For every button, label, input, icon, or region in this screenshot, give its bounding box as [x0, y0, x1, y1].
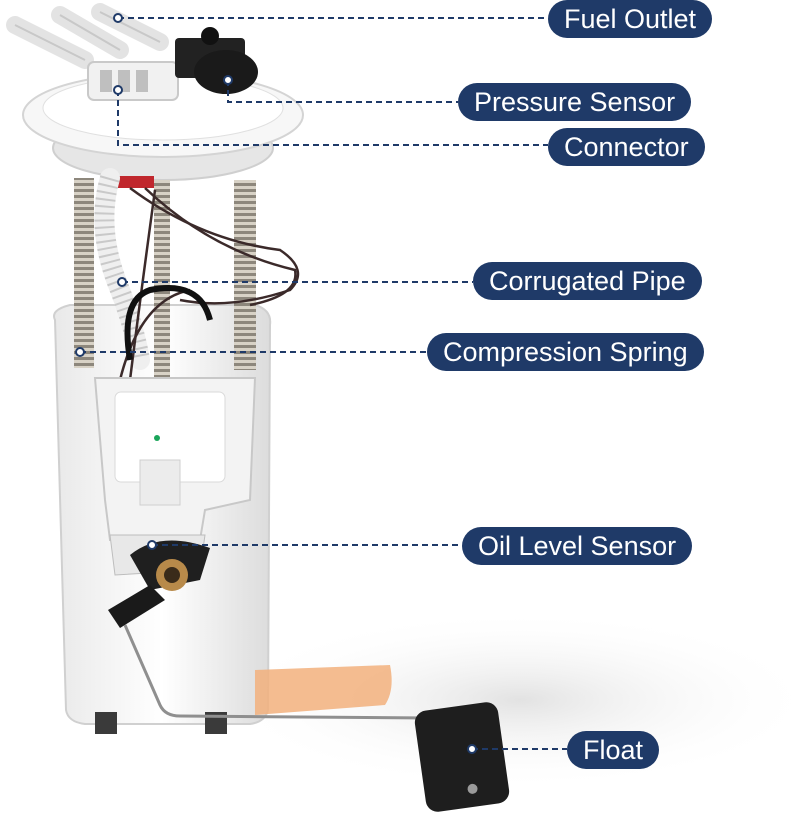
label-pressure-sensor: Pressure Sensor — [458, 83, 692, 121]
filter-sock — [255, 665, 392, 715]
label-corrugated-pipe: Corrugated Pipe — [473, 262, 702, 300]
leader-lines — [80, 17, 567, 750]
float-part — [414, 702, 510, 812]
spring-left — [74, 178, 94, 368]
label-fuel-outlet: Fuel Outlet — [548, 0, 713, 38]
leader-dots — [75, 13, 477, 754]
oil-level-sensor-part — [108, 534, 210, 628]
label-float: Float — [567, 731, 660, 769]
leader-connector — [117, 90, 548, 146]
label-oil-level-sensor: Oil Level Sensor — [462, 527, 693, 565]
spring-right — [234, 180, 256, 370]
label-compression-spring: Compression Spring — [427, 333, 704, 371]
spring-middle — [154, 180, 170, 380]
wire-plug — [118, 176, 154, 188]
label-connector: Connector — [548, 128, 705, 166]
float-arm — [123, 624, 431, 720]
pressure-sensor-part — [175, 27, 258, 94]
leader-pressure-sensor — [227, 80, 458, 103]
